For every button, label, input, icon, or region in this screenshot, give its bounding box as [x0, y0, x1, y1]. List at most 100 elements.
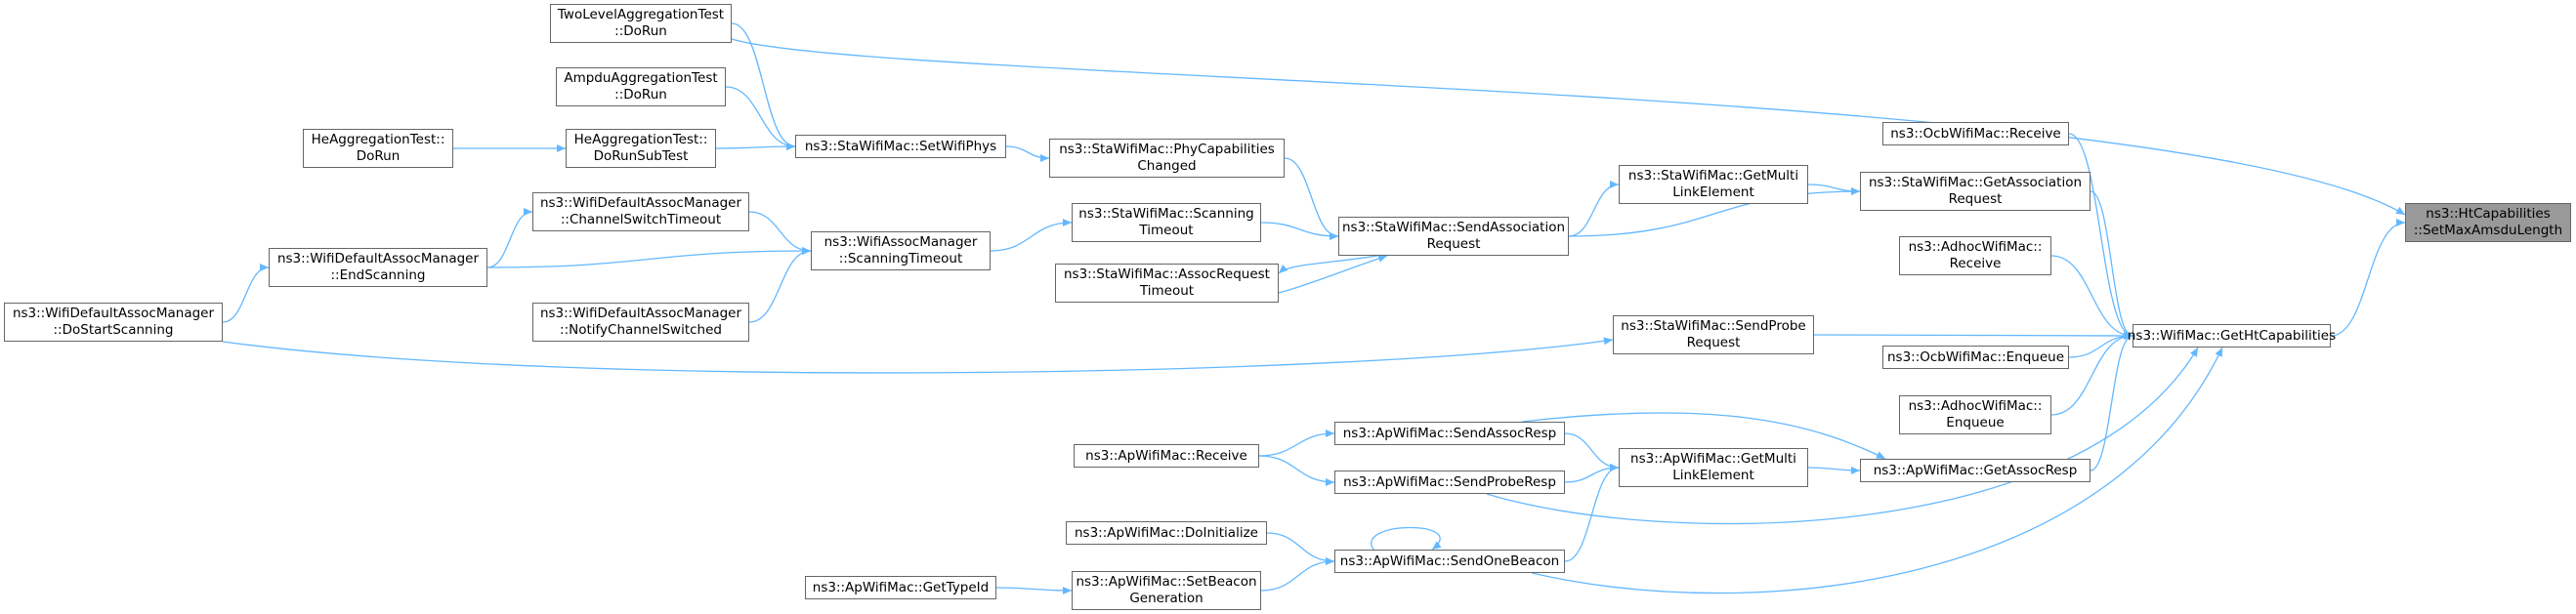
- node-wifimac-gethtcapabilities[interactable]: ns3::WifiMac::GetHtCapabilities: [2128, 324, 2336, 348]
- edge-apReceive-to-apSendProbeResp: [1258, 455, 1335, 483]
- edge-apSendOneBeacon-to-apGetMultiLink: [1564, 467, 1620, 562]
- edge-adhocReceive-to-getHtCap: [2050, 255, 2133, 337]
- node-label-line: Request: [1948, 191, 2003, 207]
- edge-staSendProbeReq-to-getHtCap: [1813, 334, 2133, 337]
- arrowhead-apSendOneBeacon-to-getHtCap: [2215, 348, 2222, 357]
- node-label-line: AmpduAggregationTest: [564, 70, 718, 86]
- arrowhead-apReceive-to-apSendAssocResp: [1326, 430, 1334, 437]
- edge-staGetAssocReq-to-getHtCap: [2090, 190, 2133, 337]
- node-adhocwifimac-receive[interactable]: ns3::AdhocWifiMac::Receive: [1899, 236, 2051, 275]
- node-label-line: ::EndScanning: [330, 267, 426, 283]
- node-label-line: ns3::HtCapabilities: [2426, 206, 2551, 222]
- edge-defDoStartScanning-to-staSendProbeReq: [222, 339, 1614, 374]
- arrowhead-apSendOneBeacon-to-apSendOneBeacon: [1432, 541, 1442, 550]
- node-label-line: HeAggregationTest::: [573, 132, 708, 147]
- arrowhead-staSendProbeReq-to-getHtCap: [2124, 332, 2133, 340]
- node-label-line: ns3::WifiAssocManager: [823, 234, 978, 250]
- edge-staScanTimeout-to-staSendAssocReq: [1260, 222, 1339, 237]
- node-label-line: Enqueue: [1946, 415, 2005, 430]
- node-adhocwifimac-enqueue[interactable]: ns3::AdhocWifiMac::Enqueue: [1899, 395, 2051, 434]
- node-ocbwifimac-enqueue[interactable]: ns3::OcbWifiMac::Enqueue: [1882, 346, 2069, 369]
- edge-defChannelSwitchTo-to-assocMgrScanTimeout: [748, 211, 812, 252]
- edge-defNotifyChSwitched-to-assocMgrScanTimeout: [748, 250, 812, 323]
- node-label-line: ns3::StaWifiMac::SetWifiPhys: [804, 138, 997, 154]
- node-wifidefaultassocmanager-dostartscanning[interactable]: ns3::WifiDefaultAssocManager::DoStartSca…: [4, 303, 223, 342]
- edge-adhocEnqueue-to-getHtCap: [2050, 335, 2133, 416]
- node-label-line: Receive: [1949, 256, 2002, 271]
- node-heaggregationtest-dorun[interactable]: HeAggregationTest::DoRun: [303, 129, 453, 168]
- edge-apSendOneBeacon-to-apSendOneBeacon: [1371, 526, 1441, 551]
- arrowhead-apSendAssocResp-to-apGetAssocResp: [1876, 451, 1885, 459]
- node-apwifimac-getassocresp[interactable]: ns3::ApWifiMac::GetAssocResp: [1860, 459, 2090, 482]
- node-apwifimac-sendproberesp[interactable]: ns3::ApWifiMac::SendProbeResp: [1334, 471, 1565, 494]
- edge-apDoInitialize-to-apSendOneBeacon: [1266, 532, 1335, 562]
- node-heaggregationtest-dorunsubtest[interactable]: HeAggregationTest::DoRunSubTest: [566, 129, 716, 168]
- node-apwifimac-doinitialize[interactable]: ns3::ApWifiMac::DoInitialize: [1066, 521, 1267, 545]
- node-wifidefaultassocmanager-endscanning[interactable]: ns3::WifiDefaultAssocManager::EndScannin…: [269, 248, 487, 287]
- arrowhead-getHtCap-to-focus: [2396, 219, 2405, 226]
- node-label-line: ns3::WifiDefaultAssocManager: [539, 306, 742, 321]
- arrowhead-staSendAssocReq-to-staGetMultiLink: [1610, 181, 1619, 188]
- node-label-line: LinkElement: [1672, 468, 1754, 483]
- arrowhead-apSetBeaconGen-to-apSendOneBeacon: [1326, 557, 1334, 565]
- node-label-line: Timeout: [1139, 283, 1195, 299]
- node-label-line: ns3::AdhocWifiMac::: [1908, 398, 2043, 414]
- node-wifidefaultassocmanager-notifychannelswitched[interactable]: ns3::WifiDefaultAssocManager::NotifyChan…: [532, 303, 749, 342]
- arrowhead-staScanTimeout-to-staSendAssocReq: [1330, 232, 1338, 240]
- node-label-line: ::DoStartScanning: [53, 322, 174, 338]
- edge-apSendOneBeacon-to-getHtCap: [1531, 347, 2223, 594]
- node-label-line: Changed: [1137, 158, 1197, 174]
- edge-defDoStartScanning-to-defEndScanning: [222, 266, 270, 323]
- arrowhead-apSendProbeResp-to-getHtCap: [2189, 348, 2198, 357]
- node-apwifimac-sendonebeacon[interactable]: ns3::ApWifiMac::SendOneBeacon: [1334, 550, 1565, 573]
- edge-staSendAssocReq-to-staGetAssocReq: [1568, 190, 1861, 237]
- node-ampduaggregationtest-dorun[interactable]: AmpduAggregationTest::DoRun: [556, 67, 726, 106]
- node-label-line: ns3::ApWifiMac::SendOneBeacon: [1339, 553, 1560, 569]
- node-label-line: ns3::StaWifiMac::AssocRequest: [1064, 266, 1270, 282]
- node-apwifimac-receive[interactable]: ns3::ApWifiMac::Receive: [1074, 444, 1259, 468]
- node-label-line: ns3::WifiDefaultAssocManager: [539, 195, 742, 211]
- node-label-line: ns3::ApWifiMac::SetBeacon: [1076, 574, 1257, 590]
- arrowhead-assocMgrScanTimeout-to-staScanTimeout: [1063, 219, 1072, 226]
- node-label-line: DoRun: [356, 148, 401, 164]
- arrowhead-apSendOneBeacon-to-apGetMultiLink: [1610, 464, 1619, 471]
- edge-staSendAssocReq-to-staGetMultiLink: [1568, 184, 1620, 237]
- node-label-line: ns3::StaWifiMac::PhyCapabilities: [1059, 142, 1275, 157]
- edge-apSendAssocResp-to-apGetMultiLink: [1564, 432, 1620, 469]
- arrowhead-defEndScanning-to-defChannelSwitchTo: [524, 208, 532, 216]
- arrowhead-defDoStartScanning-to-staSendProbeReq: [1603, 337, 1613, 346]
- edge-ampduDoRun-to-staSetWifiPhys: [725, 86, 796, 147]
- edge-apSetBeaconGen-to-apSendOneBeacon: [1260, 560, 1335, 592]
- node-label-line: ns3::OcbWifiMac::Enqueue: [1886, 348, 2065, 365]
- node-apwifimac-gettypeid[interactable]: ns3::ApWifiMac::GetTypeId: [805, 576, 996, 599]
- edge-staAssocReqTimeout-to-staSendAssocReq: [1278, 255, 1388, 294]
- node-label-line: ns3::StaWifiMac::GetMulti: [1627, 168, 1799, 184]
- arrowhead-heDoRun-to-heDoRunSubTest: [557, 144, 566, 152]
- edge-ocbReceive-to-getHtCap: [2068, 133, 2133, 337]
- node-label-line: ns3::ApWifiMac::GetAssocResp: [1873, 462, 2078, 478]
- node-ocbwifimac-receive[interactable]: ns3::OcbWifiMac::Receive: [1882, 122, 2069, 145]
- arrowhead-staSetWifiPhys-to-staPhyCapChanged: [1040, 154, 1049, 162]
- node-apwifimac-sendassocresp[interactable]: ns3::ApWifiMac::SendAssocResp: [1334, 422, 1565, 445]
- node-label-line: ns3::OcbWifiMac::Receive: [1890, 125, 2061, 142]
- node-wifiassocmanager-scanningtimeout[interactable]: ns3::WifiAssocManager::ScanningTimeout: [811, 231, 991, 270]
- node-label-line: Generation: [1129, 591, 1204, 606]
- node-stawifimac-setwifiphys[interactable]: ns3::StaWifiMac::SetWifiPhys: [795, 135, 1006, 158]
- node-wifidefaultassocmanager-channelswitchtimeout[interactable]: ns3::WifiDefaultAssocManager::ChannelSwi…: [532, 192, 749, 231]
- node-twolevelaggregationtest-dorun[interactable]: TwoLevelAggregationTest::DoRun: [550, 4, 732, 43]
- node-label-line: ::SetMaxAmsduLength: [2413, 223, 2563, 238]
- edge-defEndScanning-to-defChannelSwitchTo: [486, 211, 533, 268]
- node-label-line: TwoLevelAggregationTest: [557, 7, 725, 22]
- edge-apSendAssocResp-to-apGetAssocResp: [1521, 412, 1886, 460]
- node-label-line: ns3::StaWifiMac::Scanning: [1078, 206, 1254, 222]
